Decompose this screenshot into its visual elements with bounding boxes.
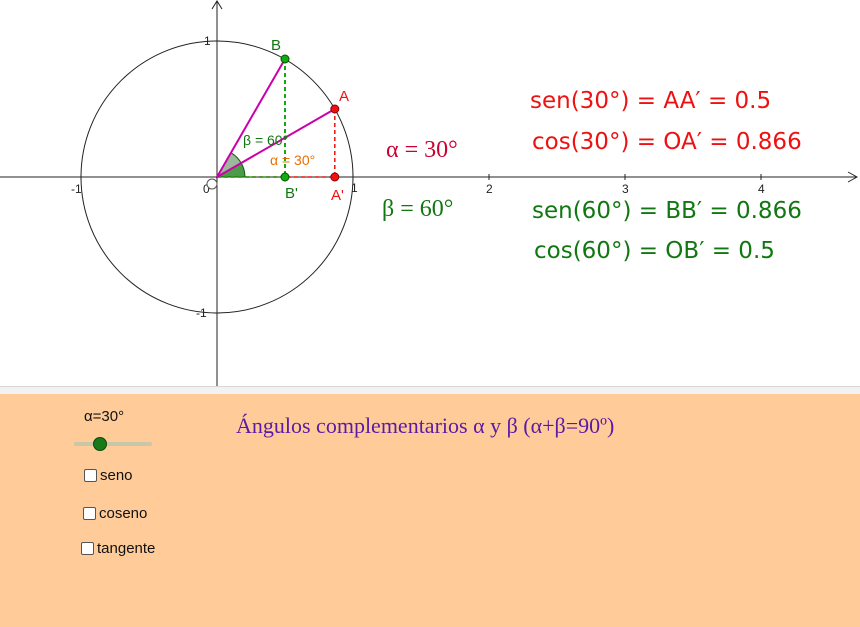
origin-point[interactable] xyxy=(206,178,218,190)
checkbox-tangente-box[interactable] xyxy=(81,542,94,555)
view-separator xyxy=(0,386,860,395)
checkbox-coseno-box[interactable] xyxy=(83,507,96,520)
alpha-slider-label: α=30° xyxy=(84,408,125,425)
radius-OA xyxy=(216,108,336,178)
point-A[interactable] xyxy=(330,104,340,114)
x-axis-arrow xyxy=(847,171,859,183)
panel-title: Ángulos complementarios α y β (α+β=90º) xyxy=(236,413,615,438)
beta-angle-label: β = 60° xyxy=(243,132,288,148)
unit-circle-diagram: -1 0 1 2 3 4 1 -1 A B A' B' β = 60° α = … xyxy=(0,0,859,386)
equation-cos60: cos(60°) = OB′ = 0.5 xyxy=(534,238,775,264)
x-tick-label-3: 3 xyxy=(622,182,629,196)
alpha-slider-track[interactable] xyxy=(74,442,152,446)
x-tick-label-neg1: -1 xyxy=(71,182,82,196)
x-tick-label-4: 4 xyxy=(758,182,765,196)
label-A: A xyxy=(339,88,349,105)
control-panel: α=30° seno coseno tangente Ángulos compl… xyxy=(0,394,860,627)
checkbox-seno-box[interactable] xyxy=(84,469,97,482)
equation-sen60: sen(60°) = BB′ = 0.866 xyxy=(532,198,802,224)
alpha-slider-handle[interactable] xyxy=(93,437,107,451)
label-A-prime: A' xyxy=(331,187,344,204)
point-B-prime[interactable] xyxy=(280,172,290,182)
radius-OB xyxy=(216,58,286,178)
checkbox-tangente-label: tangente xyxy=(97,540,156,557)
point-A-prime[interactable] xyxy=(330,172,340,182)
checkbox-seno[interactable]: seno xyxy=(84,467,133,484)
equation-sen30: sen(30°) = AA′ = 0.5 xyxy=(530,88,771,114)
equation-cos30: cos(30°) = OA′ = 0.866 xyxy=(532,129,802,155)
x-tick-label-2: 2 xyxy=(486,182,493,196)
alpha-angle-label: α = 30° xyxy=(270,152,315,168)
graphics-view[interactable]: -1 0 1 2 3 4 1 -1 A B A' B' β = 60° α = … xyxy=(0,0,860,386)
point-B[interactable] xyxy=(280,54,290,64)
label-B-prime: B' xyxy=(285,185,298,202)
beta-value: β = 60° xyxy=(382,196,453,222)
label-B: B xyxy=(271,37,281,54)
checkbox-coseno[interactable]: coseno xyxy=(83,505,147,522)
checkbox-tangente[interactable]: tangente xyxy=(81,540,155,557)
alpha-value: α = 30° xyxy=(386,137,458,163)
x-tick-label-0: 0 xyxy=(203,182,210,196)
checkbox-coseno-label: coseno xyxy=(99,505,148,522)
unit-circle xyxy=(80,40,354,314)
y-tick-label-neg1: -1 xyxy=(196,306,207,320)
x-tick-label-1: 1 xyxy=(351,181,358,195)
y-axis-arrow xyxy=(211,0,223,10)
checkbox-seno-label: seno xyxy=(100,467,133,484)
